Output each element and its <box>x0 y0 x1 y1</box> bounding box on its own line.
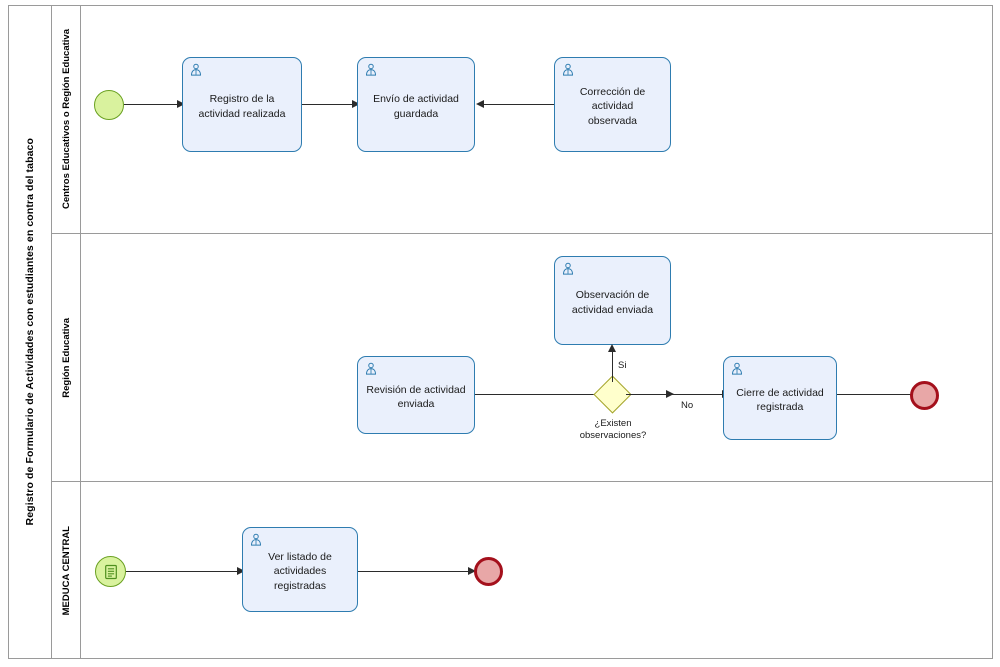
user-task-icon <box>366 63 376 76</box>
arrowhead-registro <box>177 100 185 108</box>
lane-label-centros: Centros Educativos o Región Educativa <box>52 5 81 233</box>
flow-label-no: No <box>681 400 694 411</box>
flow-gateway-no <box>626 394 722 396</box>
task-correccion-actividad[interactable]: Corrección de actividad observada <box>554 57 671 152</box>
end-event-meduca[interactable] <box>474 557 503 586</box>
lane-body-centros: Registro de la actividad realizada Envío… <box>81 5 993 233</box>
task-registro-actividad[interactable]: Registro de la actividad realizada <box>182 57 302 152</box>
task-envio-actividad[interactable]: Envío de actividad guardada <box>357 57 475 152</box>
flow-cierre-to-end <box>837 394 911 396</box>
task-envio-label: Envío de actividad guardada <box>373 93 459 120</box>
task-revision-label: Revisión de actividad enviada <box>366 383 466 410</box>
gateway-label: ¿Existen observaciones? <box>579 418 647 442</box>
flow-revision-to-gateway <box>475 394 666 396</box>
arrowhead-verlistado <box>237 567 245 575</box>
arrowhead-envio <box>352 100 360 108</box>
lane-label-meduca-text: MEDUCA CENTRAL <box>60 525 72 616</box>
task-cierre-actividad[interactable]: Cierre de actividad registrada <box>723 356 837 440</box>
lane-label-centros-text: Centros Educativos o Región Educativa <box>60 28 72 209</box>
start-message-event-meduca[interactable] <box>95 556 126 587</box>
document-icon <box>104 564 117 579</box>
lane-body-region: Observación de actividad enviada Revisió… <box>81 234 993 481</box>
flow-start-to-verlistado <box>126 571 237 573</box>
arrowhead-observacion <box>608 344 616 352</box>
pool-title-label: Registro de Formulario de Actividades co… <box>23 138 36 526</box>
user-task-icon <box>251 533 261 546</box>
pool-frame <box>8 5 993 659</box>
end-event-region[interactable] <box>910 381 939 410</box>
task-ver-listado[interactable]: Ver listado de actividades registradas <box>242 527 358 612</box>
arrowhead-envio-left <box>476 100 484 108</box>
user-task-icon <box>732 362 742 375</box>
lane-label-meduca: MEDUCA CENTRAL <box>52 482 81 659</box>
task-observacion-actividad[interactable]: Observación de actividad enviada <box>554 256 671 345</box>
user-task-icon <box>563 262 573 275</box>
task-registro-label: Registro de la actividad realizada <box>198 93 286 120</box>
task-observacion-label: Observación de actividad enviada <box>571 289 654 316</box>
start-event-registro[interactable] <box>94 90 124 120</box>
lane-centros-educativos: Centros Educativos o Región Educativa Re… <box>52 5 993 234</box>
user-task-icon <box>191 63 201 76</box>
user-task-icon <box>366 362 376 375</box>
lane-body-meduca: Ver listado de actividades registradas <box>81 482 993 659</box>
flow-start-to-registro <box>124 104 177 106</box>
flow-correccion-to-envio <box>483 104 554 106</box>
lane-label-region: Región Educativa <box>52 234 81 481</box>
flow-registro-to-envio <box>302 104 352 106</box>
flow-label-si: Si <box>618 360 627 371</box>
arrowhead-end-meduca <box>468 567 476 575</box>
task-cierre-label: Cierre de actividad registrada <box>736 386 824 413</box>
lane-region-educativa: Región Educativa Observación de activida… <box>52 234 993 482</box>
task-ver-listado-label: Ver listado de actividades registradas <box>268 551 332 592</box>
task-correccion-label: Corrección de actividad observada <box>579 86 646 127</box>
user-task-icon <box>563 63 573 76</box>
flow-gateway-si <box>612 351 614 382</box>
pool-title: Registro de Formulario de Actividades co… <box>8 5 52 659</box>
lane-label-region-text: Región Educativa <box>60 317 72 398</box>
flow-verlistado-to-end <box>358 571 468 573</box>
task-revision-actividad[interactable]: Revisión de actividad enviada <box>357 356 475 434</box>
lane-meduca-central: MEDUCA CENTRAL <box>52 482 993 659</box>
